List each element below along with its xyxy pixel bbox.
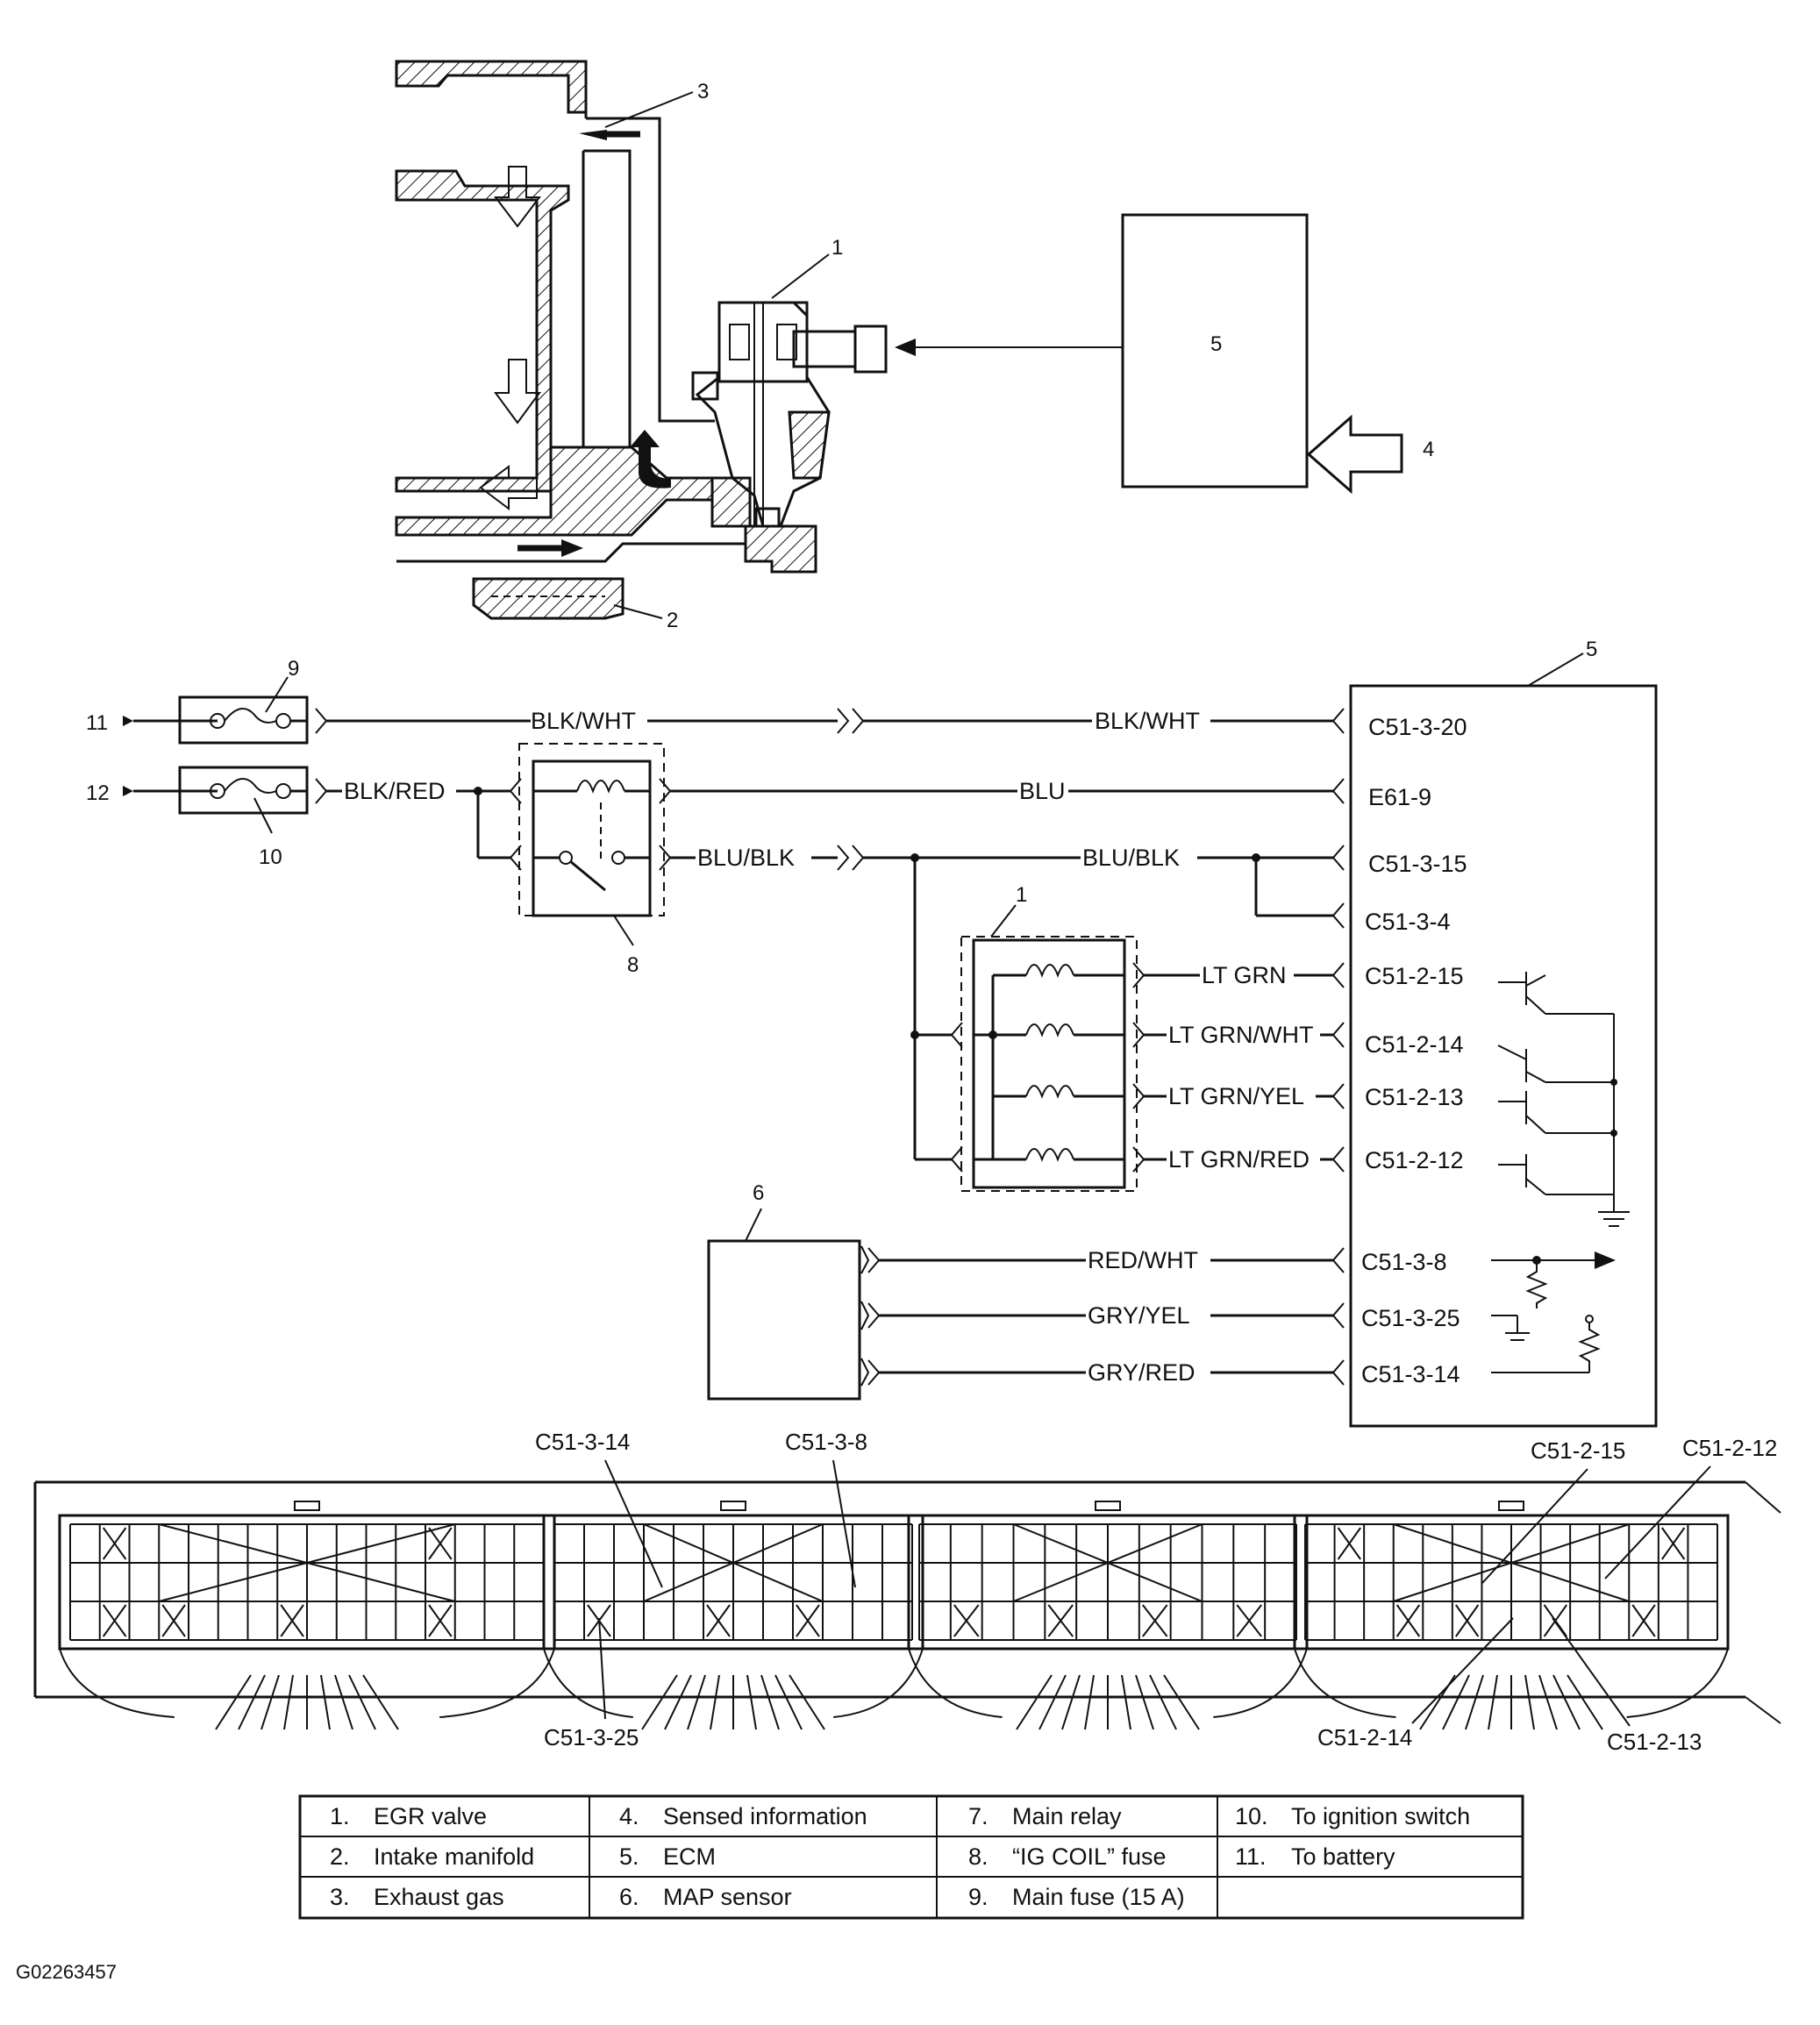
legend-number: 8. <box>968 1843 989 1870</box>
ecm-box <box>1349 684 1658 1428</box>
legend-number: 1. <box>330 1803 350 1829</box>
wire-label-blu-blk-2: BLU/BLK <box>1082 845 1180 871</box>
legend-number: 4. <box>619 1803 639 1829</box>
wire-label-gry-red: GRY/RED <box>1088 1359 1195 1386</box>
legend-description: MAP sensor <box>663 1884 792 1910</box>
legend-number: 9. <box>968 1884 989 1910</box>
legend-number: 2. <box>330 1843 350 1870</box>
legend-number: 11. <box>1235 1843 1267 1870</box>
wire-label-blu-blk-1: BLU/BLK <box>697 845 795 871</box>
callout-1-top: 1 <box>831 236 843 260</box>
callout-3-top: 3 <box>697 80 709 103</box>
callout-5-top: 5 <box>1210 332 1222 356</box>
ecm-pin-c51-2-13: C51-2-13 <box>1365 1084 1464 1110</box>
callout-2-top: 2 <box>667 609 678 632</box>
connector-label-c51-2-15: C51-2-15 <box>1531 1437 1625 1464</box>
legend-number: 5. <box>619 1843 639 1870</box>
ecm-connector-face: C51-3-14 C51-3-8 C51-2-15 C51-2-12 C51-3… <box>33 1429 1781 1755</box>
legend-description: Exhaust gas <box>374 1884 504 1910</box>
ecm-injector-drivers <box>1497 972 1630 1227</box>
wire-label-gry-yel: GRY/YEL <box>1088 1302 1190 1329</box>
wire-label-blk-red: BLK/RED <box>344 778 446 804</box>
callout-1-injector: 1 <box>1016 883 1027 907</box>
legend-description: To ignition switch <box>1291 1803 1470 1829</box>
legend-number: 10. <box>1235 1803 1268 1829</box>
ecm-pin-c51-3-14: C51-3-14 <box>1361 1361 1460 1387</box>
callout-8: 8 <box>627 953 639 977</box>
legend-table: 1. EGR valve 4. Sensed information 7. Main re… <box>298 1794 1524 1920</box>
ecm-pin-c51-3-25: C51-3-25 <box>1361 1305 1460 1331</box>
legend-description: EGR valve <box>374 1803 487 1829</box>
wire-label-lt-grn-red: LT GRN/RED <box>1168 1146 1310 1173</box>
wiring-diagram: 5 11 9 BLK/WHT BLK/WHT 12 10 <box>86 638 1658 1428</box>
callout-10: 10 <box>259 845 282 869</box>
callout-6: 6 <box>753 1181 764 1205</box>
wire-label-red-wht: RED/WHT <box>1088 1247 1198 1273</box>
legend-description: ECM <box>663 1843 716 1870</box>
wire-label-blu: BLU <box>1019 778 1066 804</box>
callout-12: 12 <box>86 781 110 805</box>
wire-label-blk-wht-1: BLK/WHT <box>531 708 636 734</box>
callout-5-ecm: 5 <box>1586 638 1597 661</box>
legend-number: 7. <box>968 1803 989 1829</box>
legend-description: Sensed information <box>663 1803 867 1829</box>
ecm-pin-c51-2-12: C51-2-12 <box>1365 1147 1464 1173</box>
ecm-pin-c51-2-14: C51-2-14 <box>1365 1031 1464 1058</box>
main-relay <box>509 743 672 917</box>
wire-label-lt-grn: LT GRN <box>1202 962 1287 988</box>
figure-code: G02263457 <box>16 1961 117 1983</box>
legend-description: “IG COIL” fuse <box>1012 1843 1167 1870</box>
connector-label-c51-3-14: C51-3-14 <box>535 1429 630 1455</box>
fuel-injectors <box>950 936 1146 1192</box>
ecm-map-circuit <box>1491 1251 1616 1373</box>
ecm-pin-e61-9: E61-9 <box>1368 784 1431 810</box>
ecm-pin-c51-3-8: C51-3-8 <box>1361 1249 1447 1275</box>
callout-4-top: 4 <box>1423 438 1434 461</box>
connector-label-c51-2-14: C51-2-14 <box>1317 1724 1412 1750</box>
ecm-pin-c51-2-15: C51-2-15 <box>1365 963 1464 989</box>
connector-label-c51-2-13: C51-2-13 <box>1607 1729 1702 1755</box>
callout-11: 11 <box>86 711 108 735</box>
wire-label-lt-grn-yel: LT GRN/YEL <box>1168 1083 1304 1109</box>
ecm-pin-c51-3-20: C51-3-20 <box>1368 714 1467 740</box>
egr-valve-body <box>691 301 888 528</box>
ecm-pin-c51-3-15: C51-3-15 <box>1368 851 1467 877</box>
legend-description: Main relay <box>1012 1803 1122 1829</box>
ecm-block-top <box>1121 213 1309 488</box>
map-sensor <box>707 1239 861 1401</box>
ecm-pin-c51-3-4: C51-3-4 <box>1365 909 1451 935</box>
egr-flow-illustration: 3 1 2 5 4 <box>395 60 1434 632</box>
wire-label-blk-wht-2: BLK/WHT <box>1095 708 1200 734</box>
connector-label-c51-2-12: C51-2-12 <box>1682 1435 1777 1461</box>
wire-label-lt-grn-wht: LT GRN/WHT <box>1168 1022 1314 1048</box>
callout-9: 9 <box>288 657 299 681</box>
legend-number: 3. <box>330 1884 350 1910</box>
legend-description: Main fuse (15 A) <box>1012 1884 1185 1910</box>
legend-description: Intake manifold <box>374 1843 534 1870</box>
connector-label-c51-3-8: C51-3-8 <box>785 1429 867 1455</box>
sensed-information-arrow <box>1306 414 1403 495</box>
legend-number: 6. <box>619 1884 639 1910</box>
legend-description: To battery <box>1291 1843 1395 1870</box>
connector-label-c51-3-25: C51-3-25 <box>544 1724 639 1750</box>
